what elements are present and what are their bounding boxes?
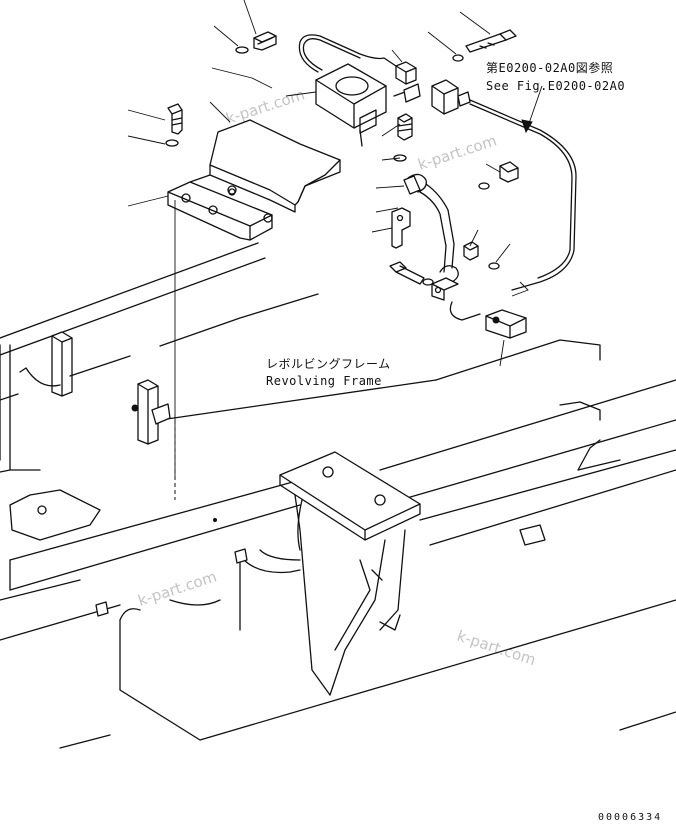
watermark-2: k-part.com: [416, 131, 499, 173]
clamp-assembly: [371, 113, 529, 367]
mounting-bracket-assembly: [127, 0, 341, 500]
harness-connector: [427, 11, 577, 291]
drawing-code: 00006334: [598, 812, 662, 823]
frame-label-jp: レボルビングフレーム: [266, 357, 391, 371]
watermark-3: k-part.com: [136, 567, 219, 609]
reference-en: See Fig.E0200-02A0: [486, 79, 625, 93]
reference-jp: 第E0200-02A0図参照: [486, 60, 613, 75]
frame-note: レボルビングフレーム Revolving Frame: [266, 357, 391, 388]
watermark-4: k-part.com: [455, 627, 538, 669]
reference-note: 第E0200-02A0図参照 See Fig.E0200-02A0: [486, 60, 625, 93]
horn-unit: [285, 34, 421, 147]
revolving-frame: [0, 242, 676, 749]
frame-label-en: Revolving Frame: [266, 374, 382, 388]
watermark-1: k-part.com: [224, 85, 307, 127]
